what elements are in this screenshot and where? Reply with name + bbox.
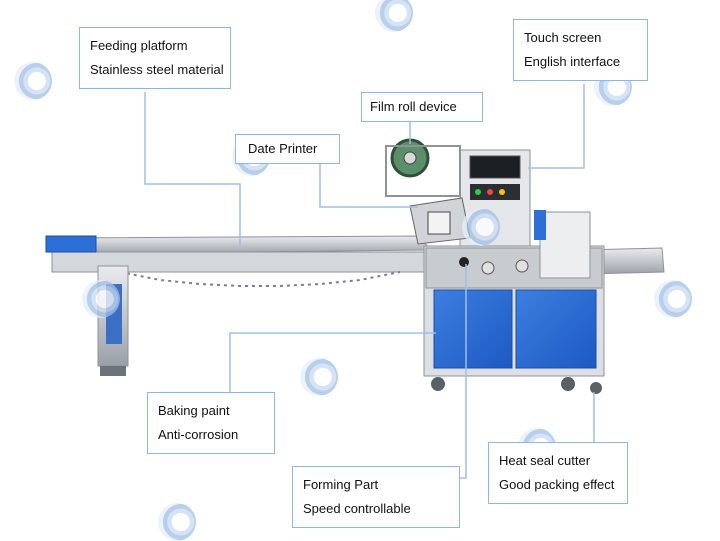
button-icon [475, 189, 481, 195]
control-panel-buttons [470, 184, 520, 200]
callout-line: Forming Part [303, 477, 379, 492]
callout-feeding-platform: Feeding platform Stainless steel materia… [79, 27, 231, 89]
button-icon [487, 189, 493, 195]
feeding-platform-blue-end [45, 235, 97, 253]
leader-feeding [144, 92, 241, 246]
callout-line: Stainless steel material [90, 62, 224, 77]
callout-line: Touch screen [524, 30, 602, 45]
leader-lines [144, 84, 595, 479]
cutter-blue-plate [534, 210, 546, 240]
callout-line: Anti-corrosion [158, 427, 239, 442]
date-printer-body [427, 211, 451, 235]
dial-icon [515, 259, 529, 273]
dial-icon [481, 261, 495, 275]
main-cabinet-blue-door-right [515, 289, 597, 369]
callout-baking-paint: Baking paint Anti-corrosion [147, 392, 275, 454]
button-icon [499, 189, 505, 195]
callout-line: Heat seal cutter [499, 453, 591, 468]
film-roll-bracket [385, 145, 461, 197]
callout-line: Speed controllable [303, 501, 411, 516]
leader-forming [460, 264, 467, 479]
left-leg-foot [100, 366, 126, 376]
knob-icon [459, 257, 469, 267]
callout-line: Date Printer [248, 141, 318, 156]
leader-date [319, 160, 418, 208]
callout-heat-seal-cutter: Heat seal cutter Good packing effect [488, 442, 628, 504]
callout-film-roll-device: Film roll device [361, 92, 483, 122]
swirl-logo-icon [654, 280, 692, 318]
leader-baking [229, 332, 436, 392]
swirl-logo-icon [300, 358, 338, 396]
callout-line: Good packing effect [499, 477, 615, 492]
conveyor-chain [119, 271, 401, 287]
leader-touch [528, 84, 585, 169]
main-cabinet-blue-door-left [433, 289, 513, 369]
film-roll-core [403, 151, 417, 165]
callout-line: Baking paint [158, 403, 230, 418]
caster-wheel-icon [431, 377, 445, 391]
touch-screen-display [469, 155, 521, 179]
caster-wheel-icon [561, 377, 575, 391]
callout-touch-screen: Touch screen English interface [513, 19, 648, 81]
callout-date-printer: Date Printer [235, 134, 340, 164]
callout-line: Feeding platform [90, 38, 188, 53]
heat-seal-cutter-housing [539, 211, 591, 279]
callout-line: Film roll device [370, 99, 457, 114]
swirl-logo-icon [158, 503, 196, 541]
swirl-logo-icon [14, 62, 52, 100]
caster-wheel-icon [590, 382, 602, 394]
swirl-logo-icon [82, 280, 120, 318]
callout-forming-part: Forming Part Speed controllable [292, 466, 460, 528]
callout-line: English interface [524, 54, 621, 69]
swirl-logo-icon [462, 208, 500, 246]
swirl-logo-icon [375, 0, 413, 32]
